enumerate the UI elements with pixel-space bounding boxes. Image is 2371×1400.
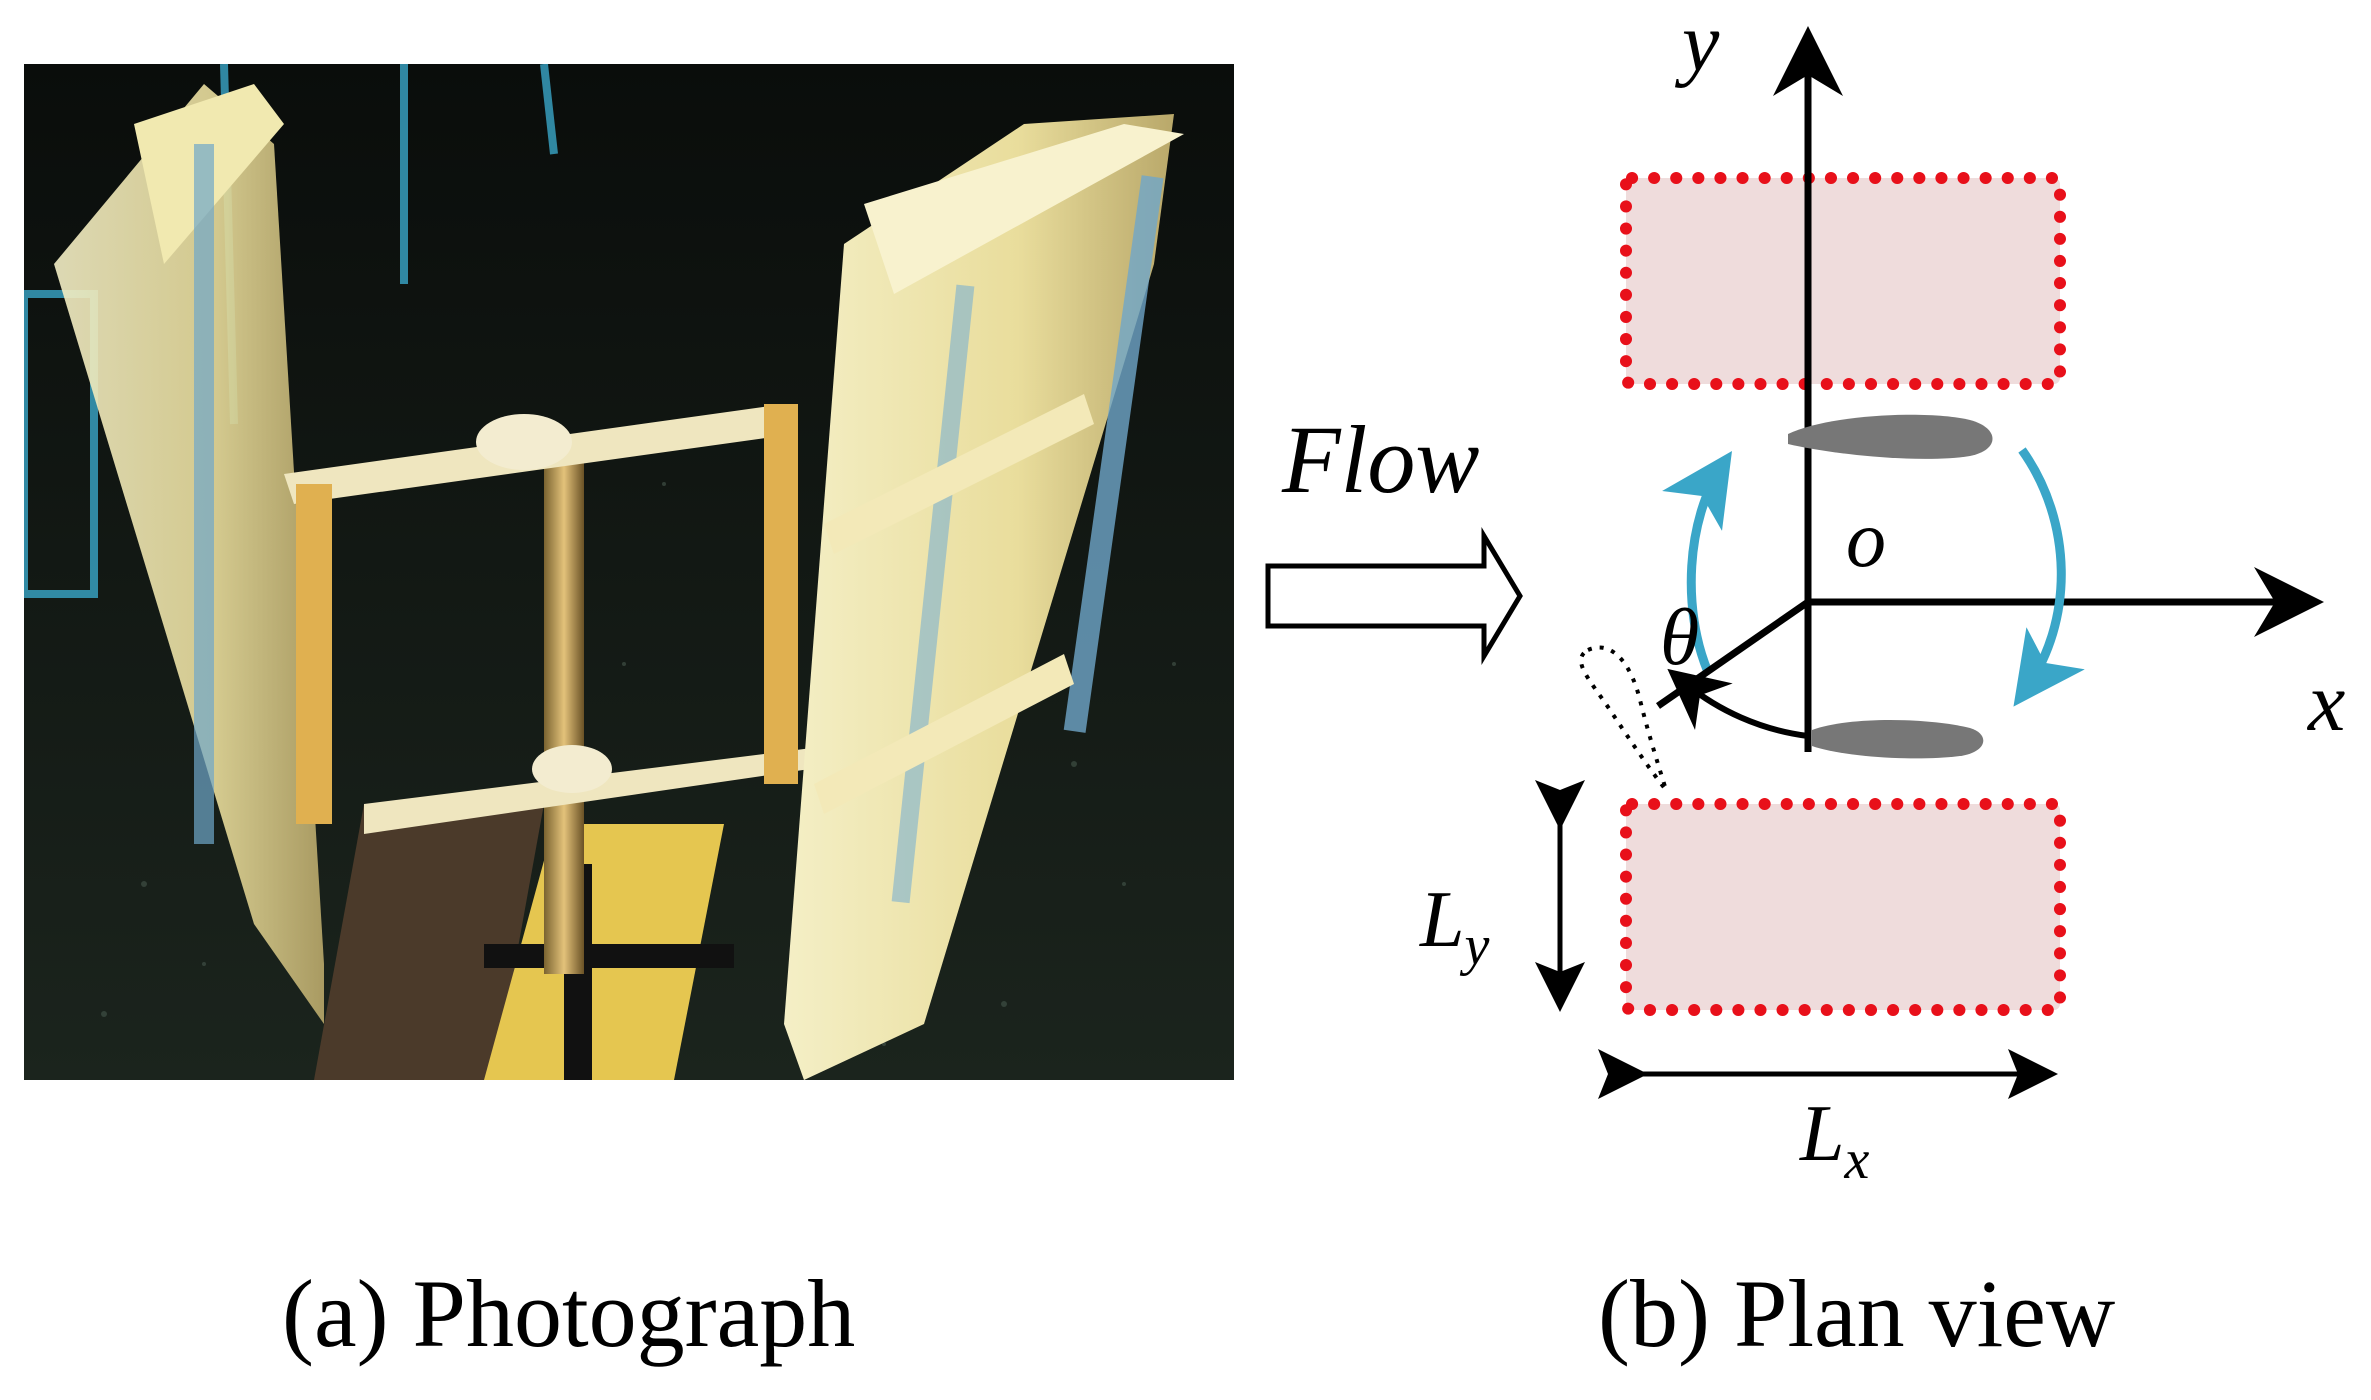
lx-label: Lx	[1799, 1090, 1870, 1191]
lower-zone	[1620, 798, 2066, 1016]
lower-blade	[1812, 720, 1984, 759]
plan-view-panel: Flow y x o θ Ly Lx	[1230, 0, 2371, 1240]
flow-arrow	[1265, 526, 1523, 666]
turbine-photograph	[20, 63, 1234, 1080]
upper-blade	[1788, 414, 1993, 459]
origin-label: o	[1846, 496, 1886, 584]
y-axis-label: y	[1674, 0, 1720, 89]
angle-label: θ	[1660, 594, 1699, 682]
lx-label-main: L	[1799, 1090, 1845, 1178]
blade-trace-dotted	[1579, 645, 1668, 792]
upper-zone	[1620, 172, 2066, 390]
lx-label-subscript: x	[1844, 1129, 1870, 1191]
ly-label-main: L	[1419, 876, 1465, 964]
plan-view-diagram: Flow y x o θ Ly Lx	[1265, 0, 2345, 1191]
plan-view-caption: (b) Plan view	[1598, 1260, 2116, 1367]
flow-label: Flow	[1281, 406, 1479, 513]
angle-arc-arrow	[1667, 668, 1809, 739]
rotation-arrow-left	[1662, 451, 1732, 674]
x-axis-label: x	[2306, 656, 2345, 749]
rotation-arrow-right	[2013, 447, 2085, 707]
ly-label-subscript: y	[1460, 915, 1490, 977]
photograph-panel	[20, 63, 1234, 1080]
photograph-caption: (a) Photograph	[282, 1260, 856, 1367]
ly-label: Ly	[1419, 876, 1490, 977]
